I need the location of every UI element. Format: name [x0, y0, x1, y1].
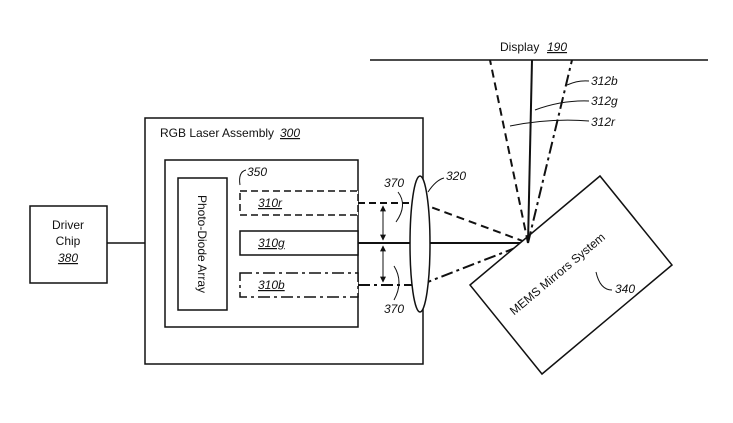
beam-r-to-mems: [419, 202, 529, 244]
combining-lens: [409, 175, 431, 313]
laser-310g-label: 310g: [258, 236, 285, 250]
reflected-beam-g: [527, 59, 533, 244]
spacing-ref-bottom-leader: [393, 265, 400, 301]
spacing-ref-top-leader: [395, 191, 403, 223]
spacing-ref-top: 370: [384, 176, 404, 190]
mems-mirrors-box: [468, 174, 674, 376]
assembly-label: RGB Laser Assembly: [160, 126, 274, 140]
reflected-beam-r: [489, 59, 529, 244]
beam-312b-leader: [566, 80, 590, 86]
mems-ref-leader: [595, 271, 613, 291]
driver-label-line2: Chip: [56, 234, 81, 248]
spacing-ref-bottom: 370: [384, 302, 404, 316]
beam-312r-leader: [509, 119, 590, 127]
display-label: Display: [500, 40, 539, 54]
laser-310b-label: 310b: [258, 278, 285, 292]
display-ref: 190: [547, 40, 567, 54]
assembly-ref: 300: [280, 126, 300, 140]
photo-diode-array-box: [177, 177, 228, 311]
beam-312r-label: 312r: [591, 115, 616, 129]
driver-label-line1: Driver: [52, 218, 84, 232]
laser-310r-box: [239, 190, 359, 216]
module-ref-leader: [239, 169, 247, 186]
laser-310b-box: [239, 272, 359, 298]
beam-312g-leader: [534, 100, 590, 111]
photo-diode-label: Photo-Diode Array: [195, 195, 209, 293]
driver-ref: 380: [58, 251, 78, 265]
lens-ref: 320: [446, 169, 466, 183]
driver-chip-box: [29, 205, 108, 284]
laser-310g-box: [239, 230, 359, 256]
beam-b-to-mems: [419, 242, 529, 286]
reflected-beam-b: [527, 59, 573, 244]
mems-ref: 340: [615, 282, 635, 296]
beam-312b-label: 312b: [591, 74, 618, 88]
laser-310r-label: 310r: [258, 196, 283, 210]
module-ref: 350: [247, 165, 267, 179]
lens-ref-leader: [427, 177, 445, 193]
beam-312g-label: 312g: [591, 94, 618, 108]
